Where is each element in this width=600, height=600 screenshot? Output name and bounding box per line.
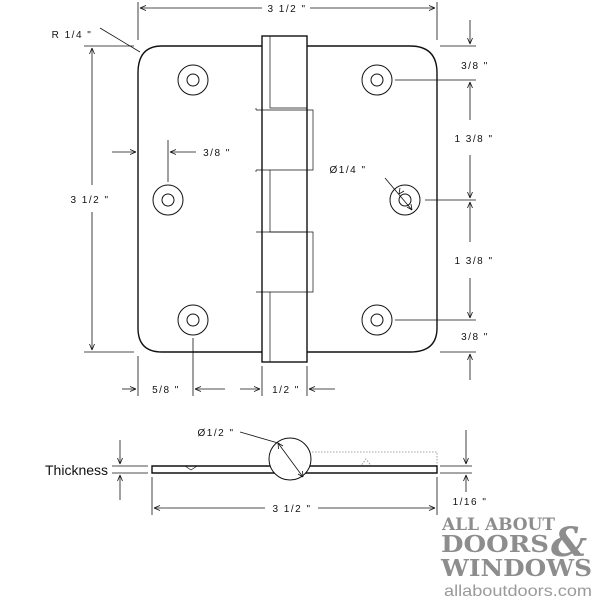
dim-hole-inset-left-text: 3/8 " [203, 148, 231, 159]
dim-right-spacing-lower-text: 1 3/8 " [454, 256, 493, 267]
hinge-open-leaf-outline [300, 451, 438, 468]
dim-side-thickness-text: 1/16 " [453, 497, 488, 508]
screw-hole-mid-left [152, 184, 184, 216]
screw-hole-bottom-right [361, 304, 393, 336]
screw-hole-top-left [177, 64, 209, 96]
dim-side-width-text: 3 1/2 " [272, 504, 311, 515]
screw-hole-top-right [361, 64, 393, 96]
dim-bottom-left-offset-text: 5/8 " [152, 385, 180, 396]
dim-pin-diameter-text: Ø1/2 " [197, 428, 234, 439]
dim-right-top-edge-text: 3/8 " [461, 61, 489, 72]
dim-overall-height [84, 45, 134, 353]
logo-url: allaboutdoors.com [444, 583, 592, 600]
dim-overall-width-top-text: 3 1/2 " [267, 4, 306, 15]
logo-line-doors: DOORS [441, 531, 549, 558]
dim-thickness [112, 440, 148, 500]
thickness-label: Thickness [45, 462, 108, 478]
logo-ampersand: & [551, 519, 587, 566]
dim-hole-inset-left [112, 140, 196, 182]
dim-corner-radius [99, 27, 141, 53]
dim-overall-height-text: 3 1/2 " [70, 195, 109, 206]
dim-bottom-knuckle-width-text: 1/2 " [272, 385, 300, 396]
dim-corner-radius-text: R 1/4 " [52, 30, 93, 41]
dim-overall-width-top [137, 2, 438, 40]
dim-right-chain [395, 20, 476, 380]
dim-right-bottom-edge-text: 3/8 " [461, 332, 489, 343]
dim-hole-diameter-text: Ø1/4 " [329, 165, 366, 176]
dim-side-thickness [440, 430, 472, 492]
dim-side-width [151, 477, 438, 515]
logo-line-windows: WINDOWS [440, 555, 592, 582]
hinge-side-view: Ø1/2 " Thickness 3 1/2 " [45, 428, 488, 515]
dim-right-spacing-upper-text: 1 3/8 " [454, 134, 493, 145]
brand-logo: ALL ABOUT DOORS & WINDOWS allaboutdoors.… [440, 515, 592, 600]
logo-line-all-about: ALL ABOUT [441, 515, 555, 535]
hinge-knuckles [255, 35, 314, 363]
hinge-front-view: 3 1/2 " R 1/4 " 3 1/2 " 3/8 " [52, 2, 493, 396]
screw-hole-bottom-left [177, 304, 209, 336]
dim-bottom-chain [122, 338, 335, 396]
dim-hole-diameter [384, 177, 413, 211]
